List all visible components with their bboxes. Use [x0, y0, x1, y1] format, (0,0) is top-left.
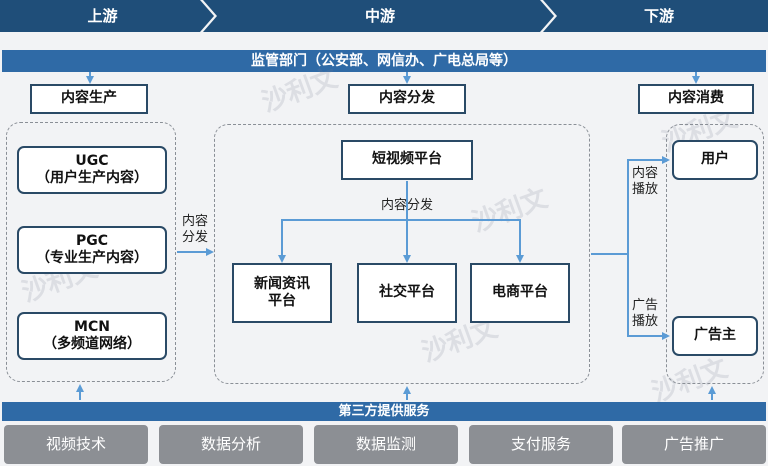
- downstream-chevron: [543, 0, 768, 32]
- news-platform-box: 新闻资讯 平台: [232, 263, 332, 323]
- news-platform-line1: 新闻资讯: [254, 275, 310, 292]
- ugc-subtitle: （用户生产内容）: [36, 170, 148, 186]
- stage-banner: [0, 0, 768, 32]
- short-video-platform-box: 短视频平台: [341, 140, 473, 180]
- ugc-title: UGC: [75, 152, 109, 169]
- pgc-subtitle: （专业生产内容）: [36, 250, 148, 266]
- midstream-chevron: [203, 0, 554, 32]
- arrow-label-line: 播放: [631, 314, 658, 329]
- mcn-box: MCN （多频道网络）: [17, 312, 167, 360]
- midstream-label: 中游: [364, 7, 395, 25]
- arrow-label-internal: 内容分发: [380, 198, 433, 213]
- service-data-analysis: 数据分析: [159, 425, 303, 464]
- regulator-bar: 监管部门（公安部、网信办、广电总局等）: [2, 50, 766, 72]
- pgc-title: PGC: [75, 232, 109, 249]
- user-box: 用户: [672, 140, 758, 180]
- upstream-label: 上游: [87, 7, 118, 25]
- downstream-label: 下游: [643, 7, 674, 25]
- service-ad-promotion: 广告推广: [622, 425, 766, 464]
- mcn-subtitle: （多频道网络）: [43, 336, 141, 352]
- arrow-label-content-play: 内容 播放: [630, 166, 660, 198]
- upstream-chevron: [0, 0, 214, 32]
- content-distribution-header: 内容分发: [348, 84, 466, 114]
- third-party-bar: 第三方提供服务: [2, 402, 766, 421]
- arrow-label-ad-play: 广告 播放: [630, 298, 660, 330]
- social-platform-box: 社交平台: [357, 263, 457, 323]
- advertiser-box: 广告主: [672, 316, 758, 356]
- content-consumption-header: 内容消费: [638, 84, 754, 114]
- arrow-label-line: 分发: [181, 230, 208, 245]
- arrow-label-distribution: 内容 分发: [178, 214, 212, 246]
- arrow-label-line: 内容: [181, 214, 208, 229]
- news-platform-line2: 平台: [268, 293, 296, 309]
- service-data-monitoring: 数据监测: [314, 425, 458, 464]
- ecommerce-platform-box: 电商平台: [470, 263, 570, 323]
- service-video-tech: 视频技术: [4, 425, 148, 464]
- arrow-label-line: 播放: [631, 182, 658, 197]
- arrow-label-line: 广告: [631, 298, 658, 313]
- upstream-group: [6, 122, 176, 382]
- ugc-box: UGC （用户生产内容）: [17, 146, 167, 194]
- mcn-title: MCN: [74, 318, 110, 335]
- arrow-label-line: 内容: [631, 166, 658, 181]
- pgc-box: PGC （专业生产内容）: [17, 226, 167, 274]
- content-production-header: 内容生产: [30, 84, 148, 114]
- service-payment: 支付服务: [469, 425, 613, 464]
- midstream-group: [214, 124, 590, 384]
